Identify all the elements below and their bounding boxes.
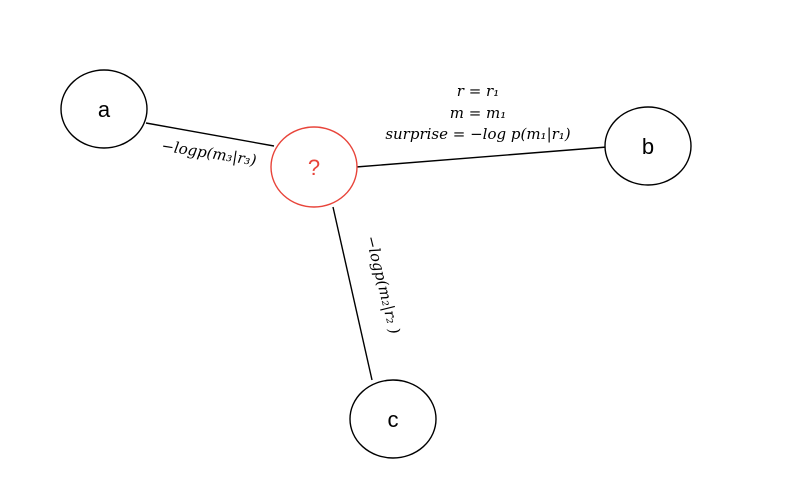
edge-center-b bbox=[355, 146, 608, 168]
edge-center-c-label: −logp(m₂|r₂ ) bbox=[362, 234, 404, 336]
node-center[interactable]: ? bbox=[270, 126, 358, 208]
node-c-label: c bbox=[388, 407, 399, 432]
edge-center-b-line1: r = r₁ bbox=[457, 82, 499, 100]
edge-center-b-line2: m = m₁ bbox=[450, 104, 507, 122]
edge-center-b-line3: surprise = −log p(m₁|r₁) bbox=[385, 125, 570, 143]
node-b[interactable]: b bbox=[604, 106, 692, 186]
node-c[interactable]: c bbox=[349, 379, 437, 459]
node-a-label: a bbox=[98, 97, 111, 122]
node-b-label: b bbox=[642, 134, 654, 159]
edge-center-c bbox=[332, 206, 373, 381]
edge-a-center-label: −logp(m₃|r₃) bbox=[160, 137, 258, 170]
node-a[interactable]: a bbox=[60, 69, 148, 149]
node-center-label: ? bbox=[308, 155, 320, 180]
edge-a-center bbox=[145, 122, 275, 147]
